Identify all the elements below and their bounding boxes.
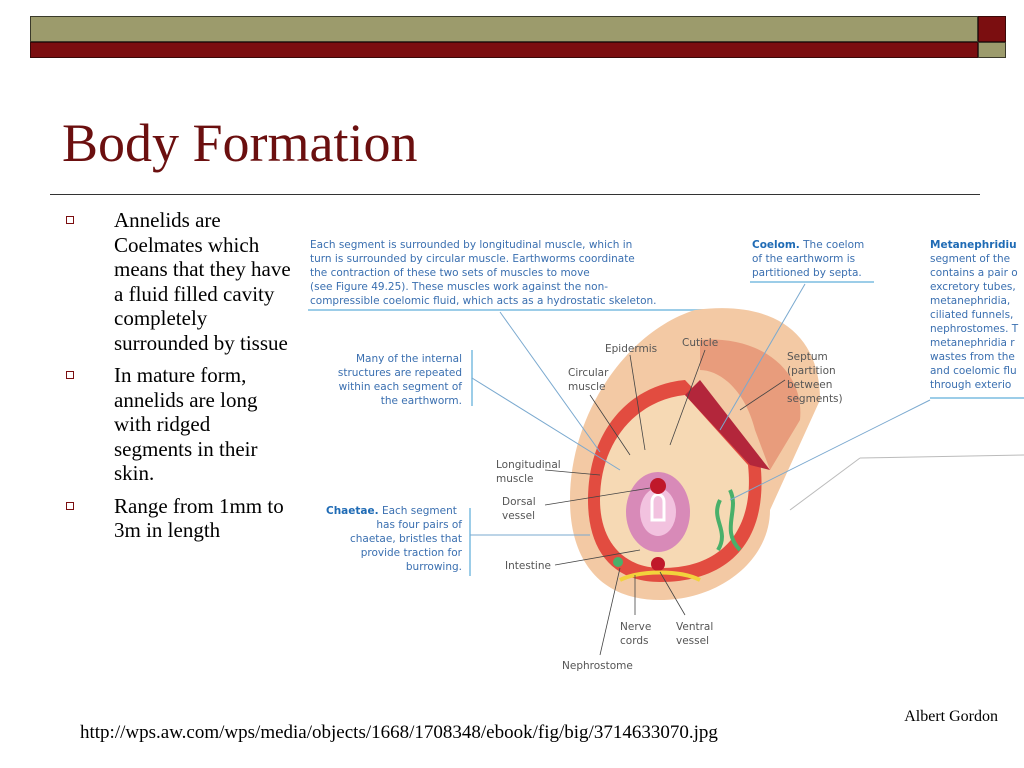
nephrostome-shape	[613, 557, 623, 567]
worm-next-segment	[700, 339, 801, 470]
label-septum: Septum	[787, 351, 828, 363]
corner-square-olive	[978, 42, 1006, 58]
coelom-callout-head: Coelom.	[752, 239, 800, 251]
callout-top-line: turn is surrounded by circular muscle. E…	[310, 253, 635, 265]
title-divider	[50, 194, 980, 195]
metanephridium-callout-head: Metanephridiu	[930, 239, 1017, 251]
label-ventral-vessel: vessel	[676, 635, 709, 647]
bullet-item: In mature form, annelids are long with r…	[62, 363, 292, 486]
septum	[685, 380, 770, 470]
label-dorsal-vessel: vessel	[502, 510, 535, 522]
metanephridium-callout-line: segment of the	[930, 253, 1010, 265]
metanephridium-callout-line: excretory tubes,	[930, 281, 1016, 293]
corner-square-maroon	[978, 16, 1006, 42]
label-circular-muscle: Circular	[568, 367, 609, 379]
square-bullet-icon	[66, 371, 74, 379]
metanephridium-callout-line: wastes from the	[930, 351, 1015, 363]
label-septum: (partition	[787, 365, 836, 377]
bullet-text: Range from 1mm to 3m in length	[114, 493, 284, 543]
typhlosole	[650, 493, 666, 522]
square-bullet-icon	[66, 216, 74, 224]
metanephridium-callout-line: metanephridia r	[930, 337, 1015, 349]
author-credit: Albert Gordon	[904, 708, 998, 725]
bullet-item: Range from 1mm to 3m in length	[62, 494, 292, 543]
label-nerve-cords: Nerve	[620, 621, 651, 633]
callout-top-line: compressible coelomic fluid, which acts …	[310, 295, 657, 307]
worm-cross-section	[570, 308, 820, 600]
intestine-lumen	[640, 488, 676, 536]
coelom-callout-line: of the earthworm is	[752, 253, 855, 265]
internal-callout-line: Many of the internal	[356, 353, 462, 365]
label-ventral-vessel: Ventral	[676, 621, 713, 633]
earthworm-anatomy-figure: Each segment is surrounded by longitudin…	[300, 230, 1024, 700]
chaetae-callout-line: chaetae, bristles that	[350, 533, 462, 545]
label-intestine: Intestine	[505, 560, 551, 572]
internal-callout-line: structures are repeated	[338, 367, 462, 379]
metanephridium-callout-line: and coelomic flu	[930, 365, 1017, 377]
ventral-vessel-shape	[651, 557, 665, 571]
title-bar-decoration	[30, 16, 1006, 58]
metanephridium-callout-line: ciliated funnels,	[930, 309, 1013, 321]
dorsal-vessel-shape	[650, 478, 666, 494]
chaetae-callout-line: provide traction for	[361, 547, 463, 559]
bullet-item: Annelids are Coelmates which means that …	[62, 208, 292, 355]
bullet-text: Annelids are Coelmates which means that …	[114, 208, 291, 355]
figure-cut-edge	[859, 454, 1024, 459]
metanephridium-callout-line: through exterio	[930, 379, 1011, 391]
label-nerve-cords: cords	[620, 635, 648, 647]
figure-cut-edge	[789, 457, 861, 511]
label-epidermis: Epidermis	[605, 343, 657, 355]
label-longitudinal-muscle: Longitudinal	[496, 459, 561, 471]
label-cuticle: Cuticle	[682, 337, 718, 349]
callout-top-line: Each segment is surrounded by longitudin…	[310, 239, 632, 251]
chaetae-callout-line: Each segment	[379, 505, 457, 517]
metanephridium-callout-line: metanephridia,	[930, 295, 1010, 307]
earthworm-diagram: Each segment is surrounded by longitudin…	[300, 230, 1024, 700]
callout-top-line: (see Figure 49.25). These muscles work a…	[310, 281, 608, 293]
label-leaders	[544, 349, 786, 656]
chaetae-callout: Chaetae. Each segment	[326, 505, 457, 517]
coelom-callout: Coelom. The coelom	[752, 239, 864, 251]
square-bullet-icon	[66, 501, 74, 510]
slide-title: Body Formation	[62, 113, 418, 173]
olive-band	[30, 16, 978, 42]
label-longitudinal-muscle: muscle	[496, 473, 534, 485]
metanephridium-shape	[715, 489, 742, 552]
maroon-band	[30, 42, 978, 58]
coelom-callout-line: The coelom	[800, 239, 864, 251]
label-nephrostome: Nephrostome	[562, 660, 633, 672]
coelom-callout-line: partitioned by septa.	[752, 267, 862, 279]
bullet-text: In mature form, annelids are long with r…	[114, 363, 258, 485]
metanephridium-callout-line: contains a pair o	[930, 267, 1018, 279]
internal-callout-line: the earthworm.	[381, 395, 462, 407]
internal-callout-line: within each segment of	[339, 381, 463, 393]
label-dorsal-vessel: Dorsal	[502, 496, 536, 508]
label-septum: segments)	[787, 393, 843, 405]
chaetae-callout-line: has four pairs of	[376, 519, 462, 531]
source-url: http://wps.aw.com/wps/media/objects/1668…	[80, 722, 718, 743]
bullet-list: Annelids are Coelmates which means that …	[62, 208, 292, 551]
label-circular-muscle: muscle	[568, 381, 606, 393]
chaetae-callout-head: Chaetae.	[326, 505, 379, 517]
chaetae-callout-line: burrowing.	[406, 561, 462, 573]
callout-leaders	[470, 283, 931, 536]
metanephridium-callout-line: nephrostomes. T	[930, 323, 1019, 335]
callout-top-line: the contraction of these two sets of mus…	[310, 267, 590, 279]
label-septum: between	[787, 379, 832, 391]
